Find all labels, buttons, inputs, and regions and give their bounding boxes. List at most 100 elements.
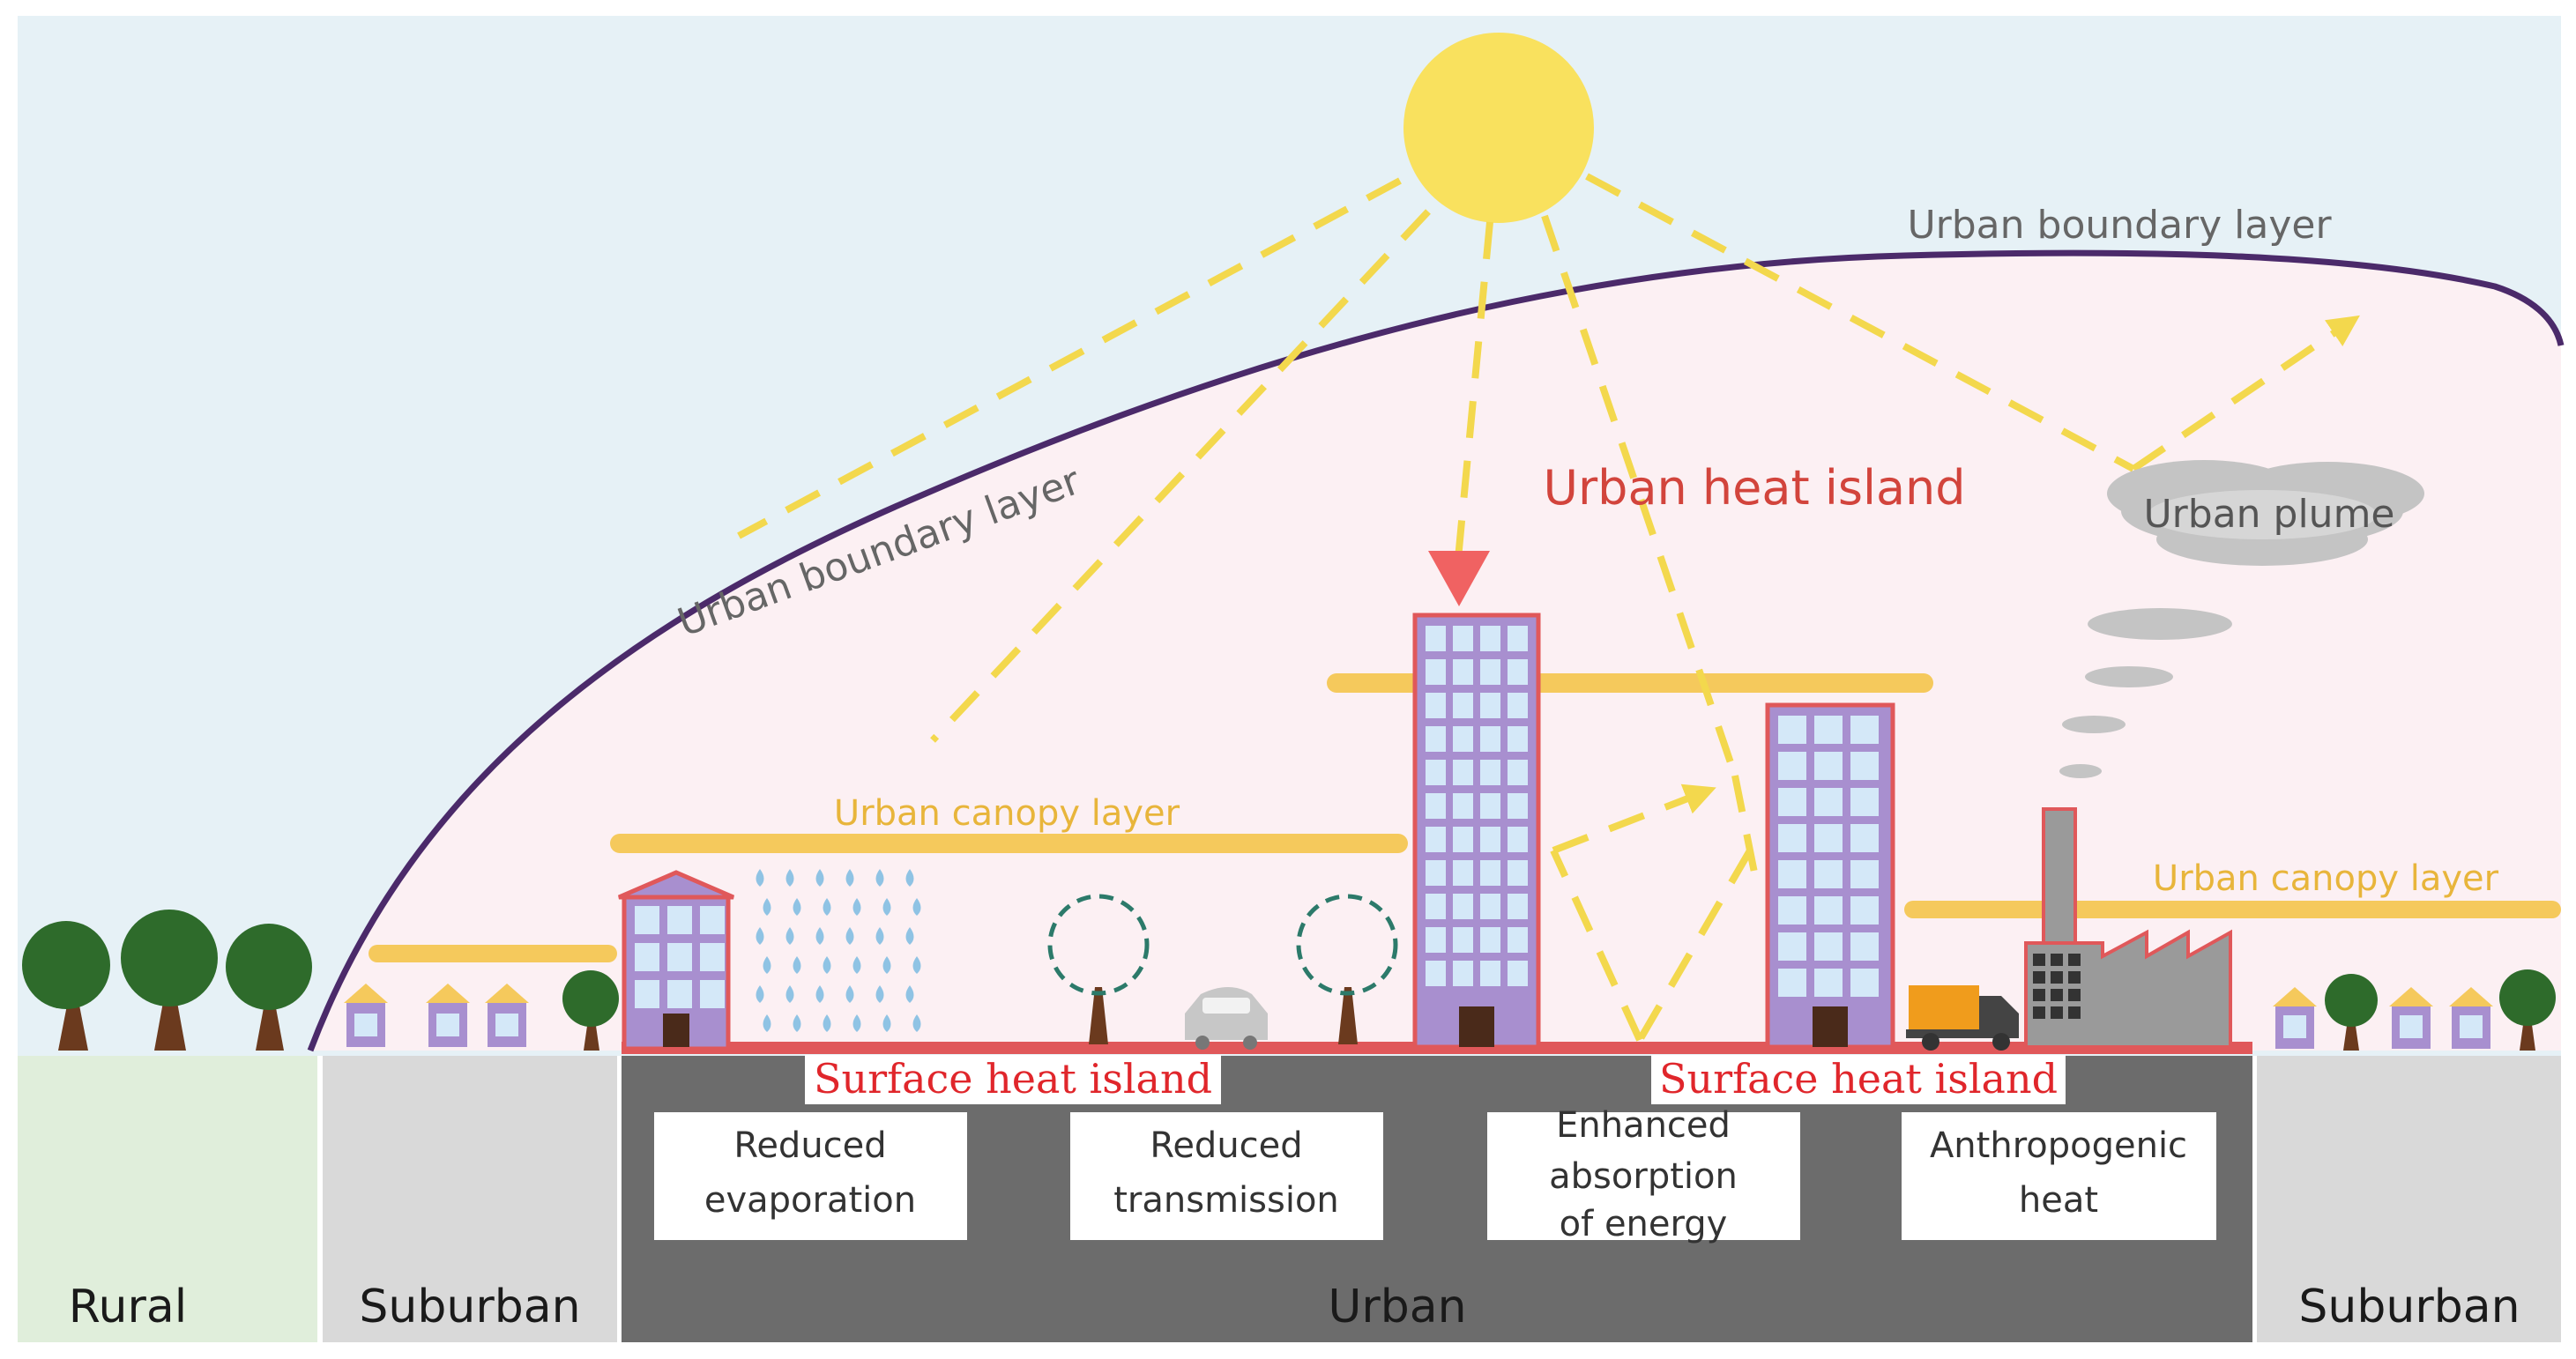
window	[1453, 793, 1473, 819]
water-droplet	[912, 1014, 921, 1032]
smoke-puff	[2059, 764, 2102, 778]
tree-crown	[562, 970, 619, 1027]
effect-line-2: heat	[2019, 1180, 2098, 1221]
window	[2068, 989, 2081, 1001]
window	[1453, 760, 1473, 785]
window	[1453, 860, 1473, 886]
window	[1778, 716, 1806, 744]
window	[1480, 659, 1500, 685]
water-droplet	[763, 956, 771, 974]
water-droplet	[882, 956, 891, 974]
building-door	[1813, 1006, 1848, 1047]
effect-box-bg	[1487, 1112, 1800, 1240]
tree-crown	[121, 910, 218, 1006]
window	[1480, 793, 1500, 819]
window	[1426, 827, 1446, 852]
window	[2033, 989, 2045, 1001]
tree	[121, 910, 218, 1051]
effect-box-enhanced-absorption: Enhanced absorption of energy	[1487, 1105, 1800, 1244]
suburban-canopy-bar	[369, 945, 617, 962]
suburban-right-houses	[2273, 969, 2556, 1051]
window	[1850, 932, 1879, 961]
water-droplet	[875, 927, 884, 945]
suburban-left-ground	[323, 1056, 617, 1342]
tree-crown	[2499, 969, 2556, 1026]
tree-crown-outline	[1047, 894, 1150, 996]
house-roof	[485, 984, 529, 1003]
house	[485, 984, 529, 1047]
effect-line-1: Reduced	[1150, 1125, 1302, 1166]
window	[1814, 824, 1843, 852]
water-droplet	[763, 1014, 771, 1032]
water-droplet	[905, 869, 914, 887]
window	[700, 943, 725, 971]
car-wheel	[1195, 1036, 1210, 1050]
window	[1814, 932, 1843, 961]
window	[1508, 693, 1528, 718]
smoke-puff	[2062, 716, 2126, 733]
house-roof	[2273, 987, 2317, 1006]
water-droplet	[815, 869, 824, 887]
heat-arrow-icon	[1428, 551, 1490, 606]
smoke-puff	[2085, 666, 2173, 687]
window	[1480, 860, 1500, 886]
house-roof	[2449, 987, 2493, 1006]
zone-label-suburban-left: Suburban	[359, 1281, 580, 1333]
suburban-left-houses	[344, 970, 619, 1051]
sun	[1403, 33, 1594, 223]
window	[1850, 788, 1879, 816]
window	[1480, 726, 1500, 752]
water-droplet	[875, 869, 884, 887]
truck-wheel	[1922, 1033, 1939, 1051]
effect-box-anthropogenic-heat: Anthropogenic heat	[1902, 1112, 2216, 1240]
water-droplet	[785, 985, 794, 1003]
water-droplet	[793, 956, 801, 974]
effect-box-bg	[654, 1112, 967, 1240]
dashed-tree	[1047, 894, 1150, 1044]
plume-cloud	[2148, 490, 2377, 539]
window	[667, 980, 692, 1008]
tree	[562, 970, 619, 1051]
suburban-right-ground	[2257, 1056, 2561, 1342]
window	[1453, 894, 1473, 919]
solar-ray	[2131, 315, 2360, 472]
smoke-puff	[2088, 608, 2232, 640]
window	[1850, 824, 1879, 852]
window	[1508, 927, 1528, 953]
tall-building	[1412, 613, 1541, 1050]
water-droplet	[905, 927, 914, 945]
water-droplet	[823, 1014, 831, 1032]
window	[1778, 896, 1806, 925]
house	[2389, 987, 2433, 1049]
window	[635, 980, 659, 1008]
building-windows	[635, 906, 725, 1008]
window	[1453, 927, 1473, 953]
building-windows	[1778, 716, 1879, 997]
window	[2051, 971, 2063, 984]
window	[1778, 752, 1806, 780]
window	[1426, 961, 1446, 986]
effect-box-reduced-transmission: Reduced transmission	[1070, 1112, 1383, 1240]
window	[1426, 693, 1446, 718]
window	[635, 906, 659, 934]
window	[1778, 788, 1806, 816]
window	[1480, 927, 1500, 953]
effect-box-bg	[1902, 1112, 2216, 1240]
window	[1508, 827, 1528, 852]
water-droplet	[912, 898, 921, 916]
window	[1508, 961, 1528, 986]
house	[344, 984, 388, 1047]
window	[700, 906, 725, 934]
window	[667, 906, 692, 934]
effect-line-2: evaporation	[704, 1180, 916, 1221]
house-window	[436, 1014, 459, 1036]
car-wheel	[1243, 1036, 1257, 1050]
window	[1453, 626, 1473, 651]
building-door	[1459, 1006, 1494, 1047]
water-droplet	[793, 898, 801, 916]
window	[1453, 693, 1473, 718]
window	[1508, 894, 1528, 919]
zone-label-rural: Rural	[69, 1281, 187, 1333]
house	[2273, 987, 2317, 1049]
water-droplet	[815, 985, 824, 1003]
